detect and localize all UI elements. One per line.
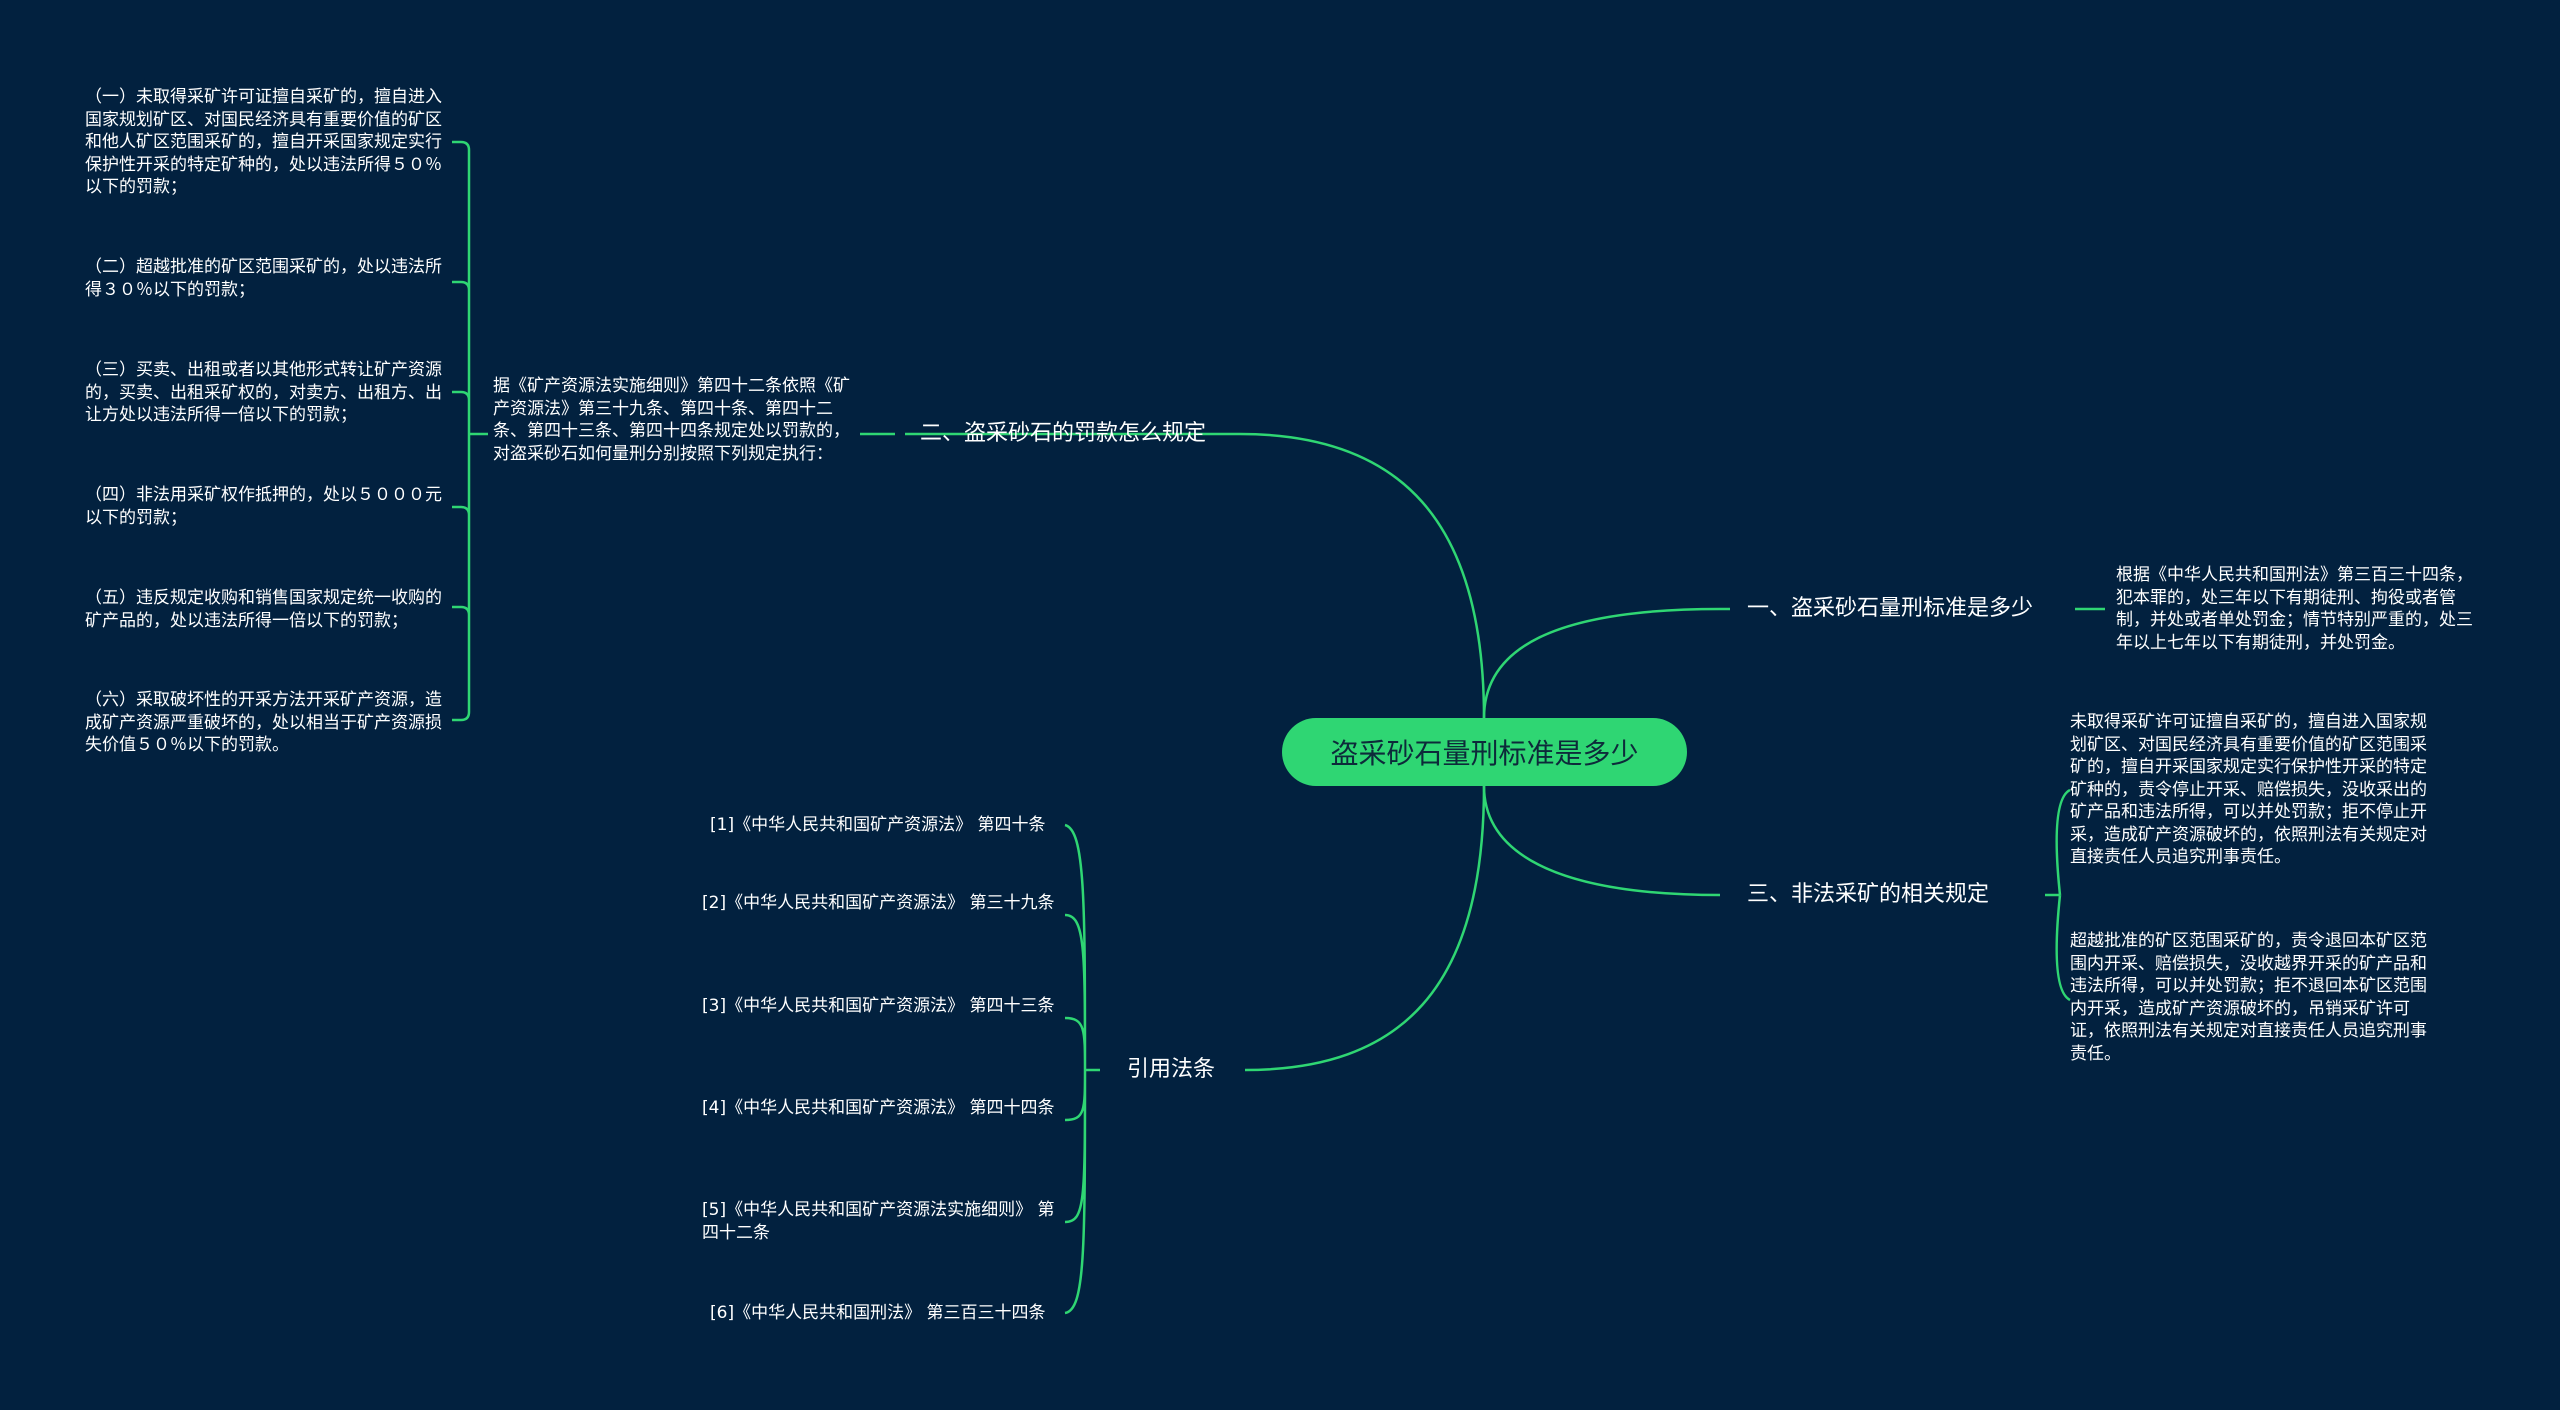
penalty-item-6: （六）采取破坏性的开采方法开采矿产资源，造成矿产资源严重破坏的，处以相当于矿产资… <box>85 690 442 755</box>
central-topic-label: 盗采砂石量刑标准是多少 <box>1330 737 1639 770</box>
central-topic[interactable]: 盗采砂石量刑标准是多少 <box>1282 718 1687 786</box>
edge-center-b1 <box>1482 607 1730 719</box>
penalty-item-3: （三）买卖、出租或者以其他形式转让矿产资源的，买卖、出租采矿权的，对卖方、出租方… <box>85 360 442 425</box>
cited-law-3: [3]《中华人民共和国矿产资源法》 第四十三条 <box>702 996 1055 1016</box>
penalty-item-2: （二）超越批准的矿区范围采矿的，处以违法所得３０％以下的罚款； <box>85 257 442 300</box>
cited-law-2: [2]《中华人民共和国矿产资源法》 第三十九条 <box>702 893 1055 913</box>
penalty-item-1: （一）未取得采矿许可证擅自采矿的，擅自进入国家规划矿区、对国民经济具有重要价值的… <box>85 87 442 197</box>
branch-cited-laws[interactable]: 引用法条 <box>1127 1057 1216 1082</box>
cited-law-4: [4]《中华人民共和国矿产资源法》 第四十四条 <box>702 1098 1055 1118</box>
edge-center-b2 <box>905 432 1486 719</box>
bracket-b4 <box>1064 823 1100 1315</box>
branch-illegal-mining-rules[interactable]: 三、非法采矿的相关规定 <box>1747 882 1990 907</box>
bracket-b2 <box>452 140 488 722</box>
penalty-item-4: （四）非法用采矿权作抵押的，处以５０００元以下的罚款； <box>85 485 442 528</box>
penalty-intro-text: 据《矿产资源法实施细则》第四十二条依照《矿产资源法》第三十九条、第四十条、第四十… <box>493 376 850 464</box>
edge-center-b4 <box>1244 785 1486 1072</box>
bracket-b3 <box>2045 788 2071 1002</box>
branch-sentencing-standard[interactable]: 一、盗采砂石量刑标准是多少 <box>1747 596 2034 621</box>
cited-law-6: [6]《中华人民共和国刑法》 第三百三十四条 <box>710 1303 1046 1323</box>
penalty-item-5: （五）违反规定收购和销售国家规定统一收购的矿产品的，处以违法所得一倍以下的罚款； <box>85 588 442 631</box>
illegal-mining-item-1: 未取得采矿许可证擅自采矿的，擅自进入国家规划矿区、对国民经济具有重要价值的矿区范… <box>2070 712 2427 867</box>
illegal-mining-item-2: 超越批准的矿区范围采矿的，责令退回本矿区范围内开采、赔偿损失，没收越界开采的矿产… <box>2070 931 2427 1064</box>
branch-penalty-rules[interactable]: 二、盗采砂石的罚款怎么规定 <box>920 421 1207 446</box>
cited-law-1: [1]《中华人民共和国矿产资源法》 第四十条 <box>710 815 1046 835</box>
edge-center-b3 <box>1482 785 1721 897</box>
cited-law-5: [5]《中华人民共和国矿产资源法实施细则》 第四十二条 <box>702 1200 1055 1243</box>
sentencing-text: 根据《中华人民共和国刑法》第三百三十四条，犯本罪的，处三年以下有期徒刑、拘役或者… <box>2116 565 2473 653</box>
